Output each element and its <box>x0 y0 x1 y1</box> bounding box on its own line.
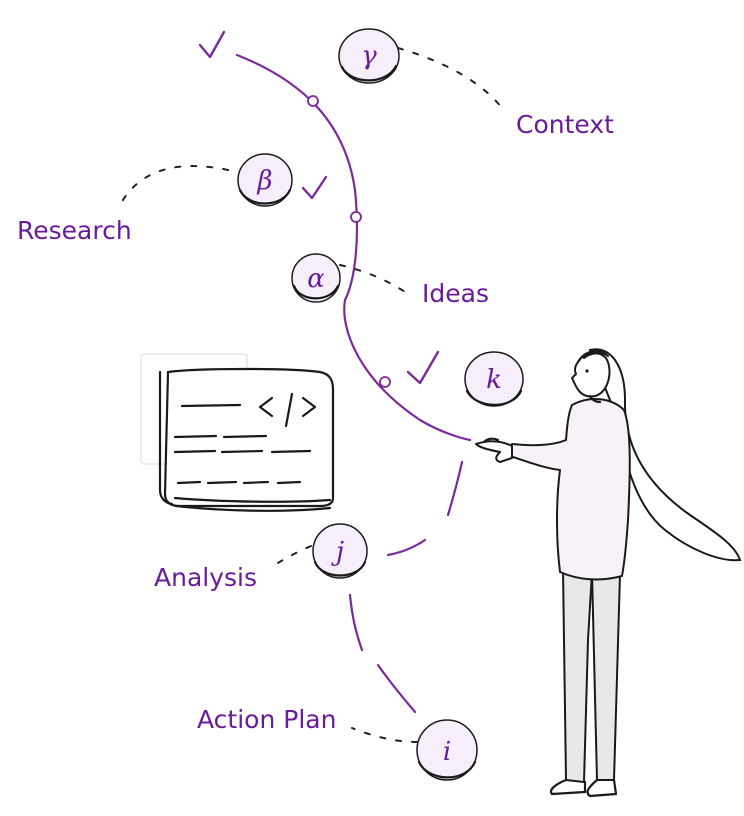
node-kappa: k <box>464 351 524 407</box>
node-alpha-glyph: α <box>307 264 325 294</box>
label-action-plan: Action Plan <box>197 705 336 734</box>
main-path <box>235 53 472 714</box>
node-gamma: γ <box>338 28 400 84</box>
path-ring <box>307 95 319 107</box>
node-beta: β <box>237 153 293 207</box>
person-illustration <box>475 348 742 798</box>
node-beta-glyph: β <box>256 166 272 196</box>
code-window-icon <box>140 353 335 512</box>
node-jay: j <box>312 523 368 579</box>
check-icon <box>301 175 328 200</box>
path-ring <box>379 376 391 388</box>
check-icon <box>198 30 226 59</box>
node-iota-glyph: i <box>443 737 451 767</box>
label-context: Context <box>516 110 614 139</box>
check-icon <box>406 350 440 385</box>
path-ring <box>350 211 362 223</box>
node-kappa-glyph: k <box>486 365 502 395</box>
node-iota: i <box>416 719 478 781</box>
node-gamma-glyph: γ <box>361 41 377 71</box>
connectors <box>119 47 503 743</box>
label-analysis: Analysis <box>154 563 257 592</box>
label-ideas: Ideas <box>422 279 489 308</box>
label-research: Research <box>17 216 132 245</box>
node-alpha: α <box>291 253 341 303</box>
